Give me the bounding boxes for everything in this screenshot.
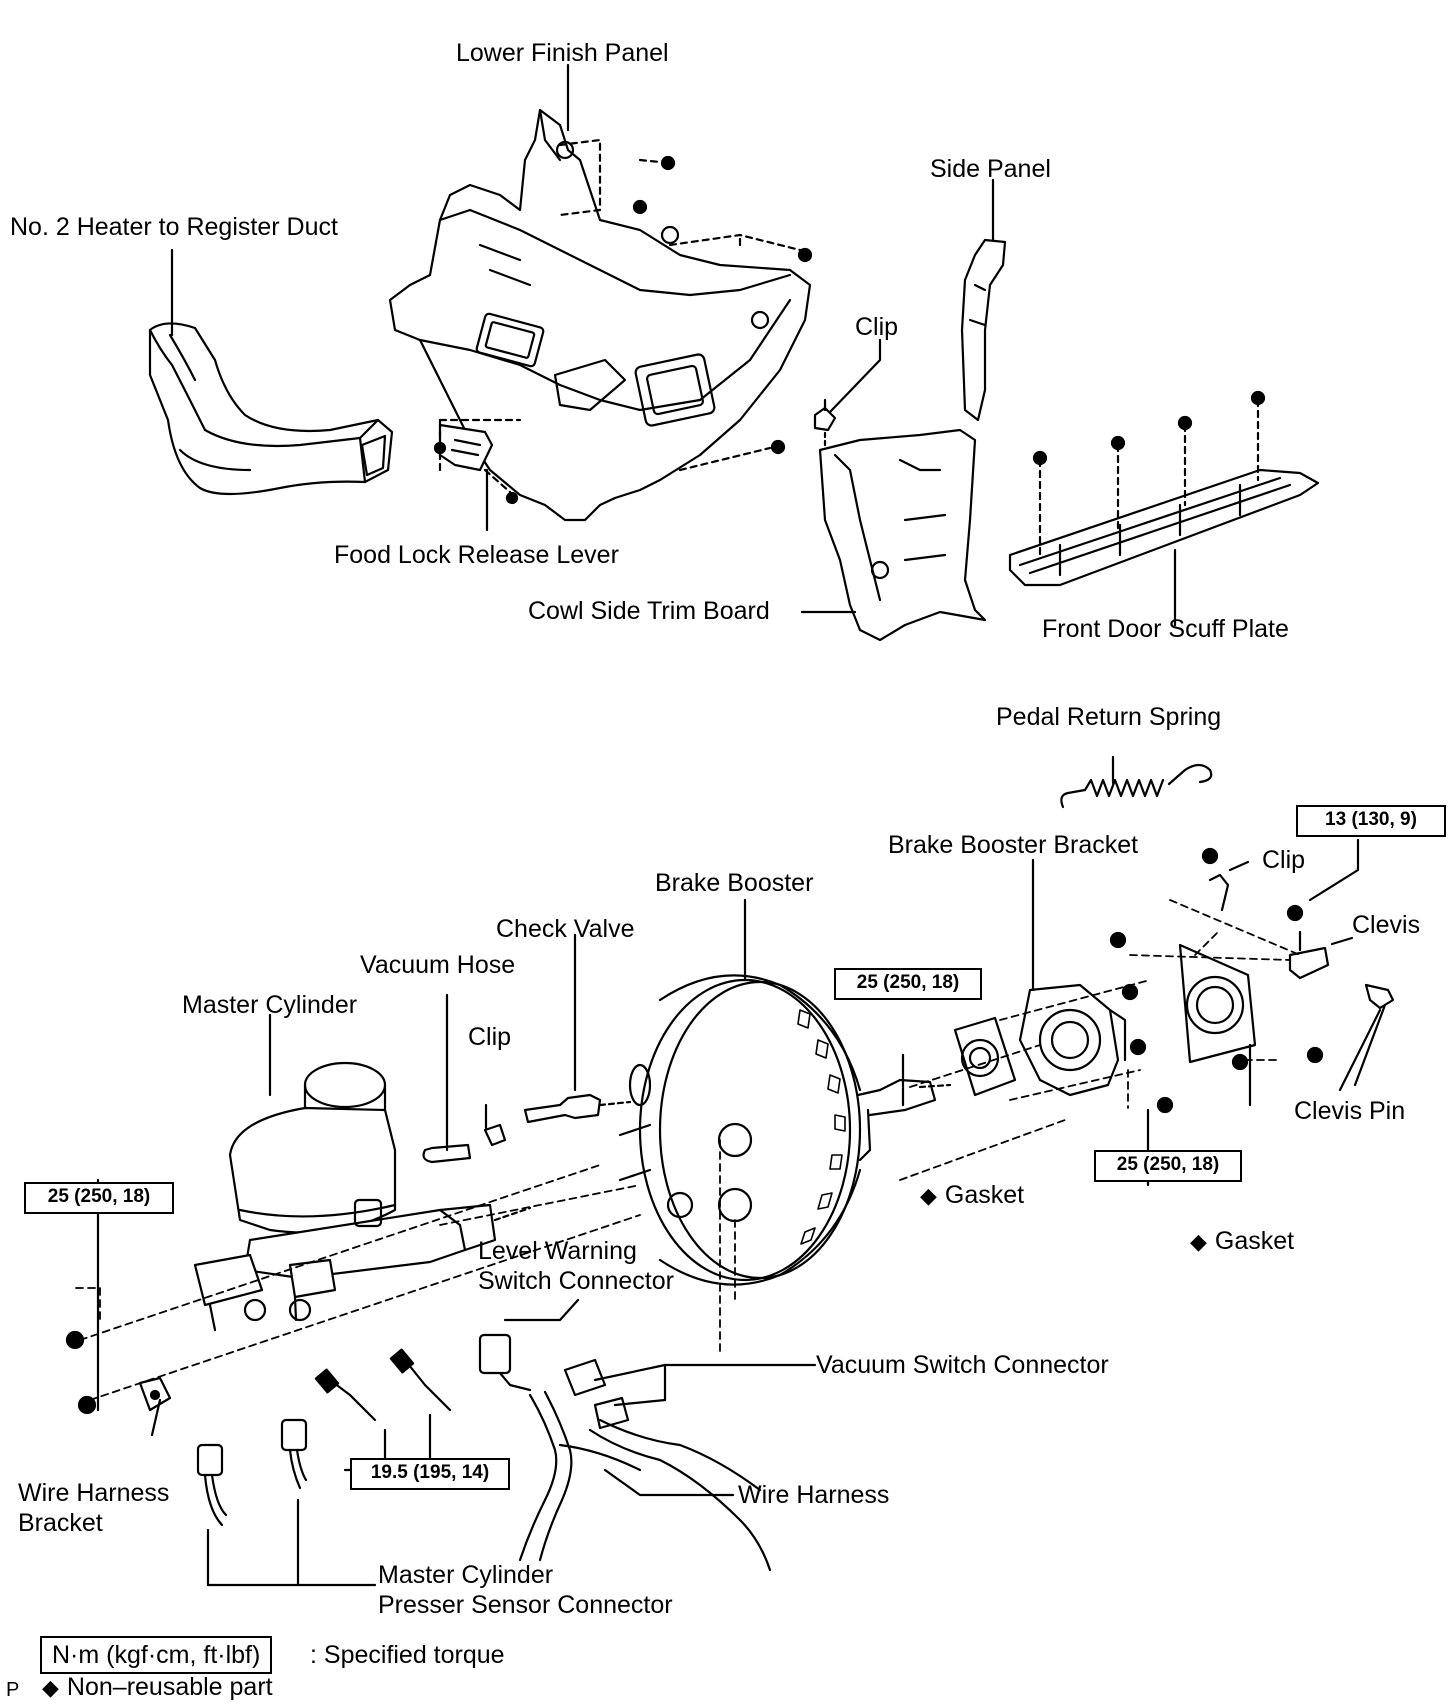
vacuum-hose-part bbox=[422, 993, 472, 1164]
label-level-warning-line1: Level Warning bbox=[478, 1237, 637, 1265]
master-cylinder-part bbox=[193, 1061, 532, 1332]
label-wire-harness-bracket-line1: Wire Harness bbox=[18, 1479, 170, 1507]
check-valve-part bbox=[523, 1093, 632, 1124]
brake-booster-bracket-part bbox=[1018, 983, 1127, 1097]
panel-screws bbox=[558, 138, 813, 472]
label-clip-right: Clip bbox=[1262, 846, 1306, 874]
label-clevis: Clevis bbox=[1352, 911, 1421, 939]
label-lower-finish-panel: Lower Finish Panel bbox=[456, 39, 669, 67]
lower-finish-panel-part bbox=[388, 108, 812, 522]
legend-torque-text: : Specified torque bbox=[310, 1641, 505, 1669]
legend-nonreusable: ◆ Non–reusable part bbox=[42, 1672, 273, 1703]
label-hood-lock-release-lever: Food Lock Release Lever bbox=[334, 541, 619, 569]
label-mc-sensor-line1: Master Cylinder bbox=[378, 1561, 554, 1589]
nonreusable-diamond-icon: ◆ bbox=[920, 1183, 937, 1208]
label-gasket-1: ◆ Gasket bbox=[920, 1180, 1024, 1211]
label-brake-booster: Brake Booster bbox=[655, 869, 814, 897]
label-gasket-2: ◆ Gasket bbox=[1190, 1226, 1294, 1257]
label-clip-mid: Clip bbox=[468, 1023, 512, 1051]
level-warning-connector-part bbox=[478, 1298, 580, 1392]
vacuum-switch-connector-part bbox=[563, 1358, 630, 1430]
legend-nonreusable-text: Non–reusable part bbox=[66, 1673, 273, 1701]
alignment-lines bbox=[75, 899, 1301, 1401]
pedal-return-spring-part bbox=[1060, 755, 1213, 809]
label-heater-duct: No. 2 Heater to Register Duct bbox=[10, 213, 338, 241]
wire-harness-part bbox=[518, 1390, 772, 1572]
label-check-valve: Check Valve bbox=[496, 915, 635, 943]
label-brake-booster-bracket: Brake Booster Bracket bbox=[888, 831, 1139, 859]
front-door-scuff-plate-part bbox=[1008, 390, 1320, 587]
gasket-2-part bbox=[1178, 943, 1257, 1064]
label-level-warning-line2: Switch Connector bbox=[478, 1267, 674, 1295]
label-master-cylinder: Master Cylinder bbox=[182, 991, 358, 1019]
sensor-connectors bbox=[196, 1418, 308, 1527]
nonreusable-diamond-icon: ◆ bbox=[1190, 1229, 1207, 1254]
brake-booster-part bbox=[618, 974, 952, 1286]
label-pedal-return-spring: Pedal Return Spring bbox=[996, 703, 1222, 731]
torque-clevis-nut: 13 (130, 9) bbox=[1296, 805, 1446, 837]
torque-master-cyl-nut: 25 (250, 18) bbox=[24, 1182, 174, 1214]
legend-page-marker: P bbox=[6, 1679, 20, 1701]
torque-brake-line: 19.5 (195, 14) bbox=[350, 1458, 510, 1490]
brake-lines bbox=[314, 1348, 452, 1422]
clip-mid-part bbox=[483, 1103, 507, 1147]
nonreusable-diamond-icon: ◆ bbox=[42, 1675, 59, 1700]
torque-booster-stud: 25 (250, 18) bbox=[834, 968, 982, 1000]
label-wire-harness-bracket-line2: Bracket bbox=[18, 1509, 103, 1537]
gasket-1-text: Gasket bbox=[944, 1181, 1025, 1209]
label-clip-top: Clip bbox=[855, 313, 899, 341]
clip-right-part bbox=[1208, 860, 1250, 912]
clip-top-part bbox=[813, 398, 837, 432]
heater-duct-part bbox=[148, 322, 394, 496]
top-leader-lines bbox=[170, 63, 1177, 627]
clevis-part bbox=[1288, 936, 1354, 980]
bracket-nuts bbox=[1109, 847, 1324, 1114]
gasket-2-text: Gasket bbox=[1214, 1227, 1295, 1255]
master-cylinder-nuts bbox=[65, 1330, 172, 1415]
legend-torque-box: N·m (kgf·cm, ft·lbf) bbox=[40, 1636, 273, 1674]
hood-lock-release-lever-part bbox=[433, 418, 522, 505]
torque-bracket-nut: 25 (250, 18) bbox=[1094, 1150, 1242, 1182]
side-panel-part bbox=[960, 238, 1007, 422]
gasket-1-part bbox=[953, 1016, 1017, 1097]
label-cowl-side-trim-board: Cowl Side Trim Board bbox=[528, 597, 770, 625]
label-mc-sensor-line2: Presser Sensor Connector bbox=[378, 1591, 673, 1619]
cowl-side-trim-board-part bbox=[818, 428, 987, 642]
label-vacuum-switch-connector: Vacuum Switch Connector bbox=[816, 1351, 1109, 1379]
label-front-door-scuff-plate: Front Door Scuff Plate bbox=[1042, 615, 1289, 643]
label-wire-harness: Wire Harness bbox=[738, 1481, 890, 1509]
label-clevis-pin: Clevis Pin bbox=[1294, 1097, 1406, 1125]
clevis-pin-part bbox=[1353, 983, 1395, 1087]
label-vacuum-hose: Vacuum Hose bbox=[360, 951, 516, 979]
label-side-panel: Side Panel bbox=[930, 155, 1051, 183]
